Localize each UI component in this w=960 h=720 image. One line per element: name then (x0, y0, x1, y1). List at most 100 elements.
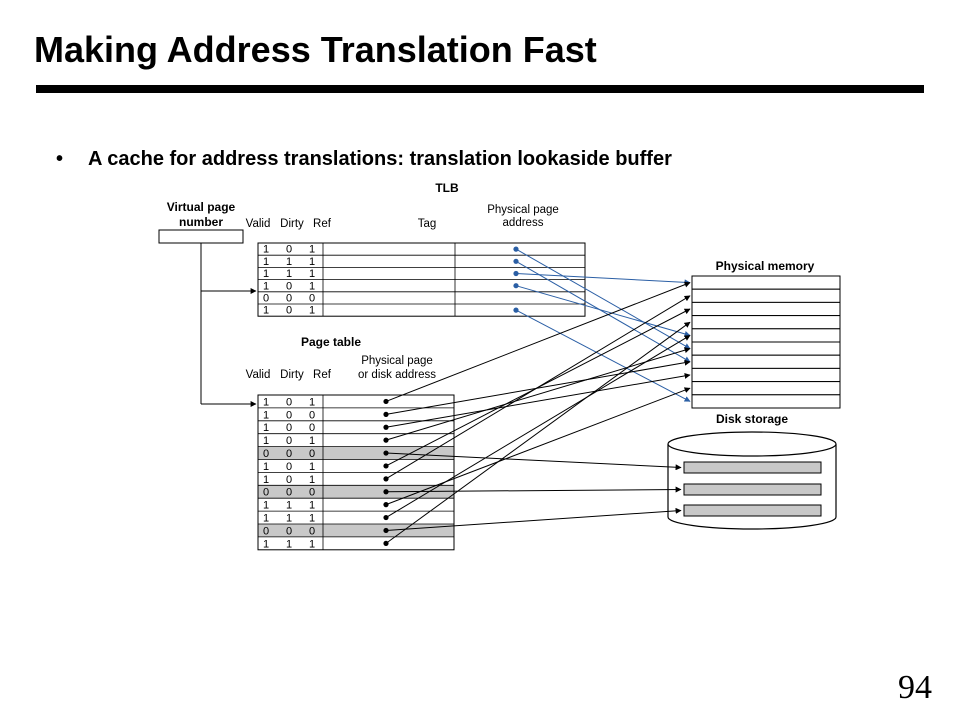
tlb-bit: 0 (286, 244, 292, 256)
vpn-label-line2: number (179, 215, 223, 229)
pt-col-ref: Ref (313, 369, 332, 381)
tlb-bit: 1 (309, 280, 315, 292)
pt-bit: 1 (263, 513, 269, 525)
pt-bit: 1 (263, 422, 269, 434)
pt-bit: 0 (286, 396, 292, 408)
pt-bit: 1 (286, 513, 292, 525)
memory-slot (691, 288, 841, 303)
page-table-arrows (383, 281, 691, 546)
pt-pointer-dot (383, 514, 389, 521)
pt-to-memory-arrow (385, 372, 691, 428)
pt-bit: 0 (286, 448, 292, 460)
tlb-bit: 1 (286, 268, 292, 280)
disk-block (683, 483, 822, 496)
pt-bit: 0 (286, 409, 292, 421)
pt-to-disk-arrow (385, 507, 682, 531)
tlb-bit: 1 (263, 244, 269, 256)
disk-storage-title: Disk storage (716, 412, 788, 426)
tlb-pointer-arrow (515, 260, 691, 363)
pt-to-memory-arrow (385, 387, 691, 506)
pt-to-memory-arrow (385, 281, 691, 402)
page-table-title: Page table (301, 335, 361, 349)
pt-pointer-dot (383, 527, 389, 534)
physical-memory (691, 275, 841, 409)
pt-bit: 1 (286, 500, 292, 512)
pt-bit: 0 (286, 525, 292, 537)
pt-bit: 0 (263, 525, 269, 537)
title-underline (36, 85, 924, 93)
disk-top (667, 431, 837, 457)
tlb-bit: 0 (286, 293, 292, 305)
memory-slot (691, 301, 841, 317)
pt-bit: 0 (286, 487, 292, 499)
memory-slot (691, 328, 841, 343)
bullet-text: A cache for address translations: transl… (88, 148, 672, 170)
pt-bit: 1 (263, 409, 269, 421)
pt-to-memory-arrow (385, 295, 691, 480)
pt-bit: 0 (286, 474, 292, 486)
memory-slot (691, 315, 841, 330)
tlb-pointer-arrow (515, 309, 691, 402)
physical-memory-title: Physical memory (716, 259, 815, 273)
pt-bit: 1 (309, 513, 315, 525)
pt-col-addr-line2: or disk address (358, 369, 436, 381)
pt-bit: 0 (263, 448, 269, 460)
bullet-marker: • (56, 148, 64, 170)
tlb-bit: 0 (263, 293, 269, 305)
pt-to-memory-arrow (385, 321, 691, 544)
memory-slot (691, 381, 841, 396)
tlb-col-ppa-line2: address (503, 217, 544, 229)
disk-storage (667, 431, 837, 530)
pt-bit: 0 (309, 487, 315, 499)
tlb-bit: 0 (286, 305, 292, 317)
tlb-col-tag: Tag (418, 218, 437, 230)
vpn-label-line1: Virtual page (167, 200, 236, 214)
disk-block (683, 504, 822, 517)
pt-bit: 1 (309, 396, 315, 408)
pt-bit: 1 (263, 500, 269, 512)
tlb-pointer-arrow (515, 273, 691, 286)
page-number: 94 (898, 669, 932, 706)
tlb-bit: 1 (309, 305, 315, 317)
tlb-bit: 1 (286, 256, 292, 268)
tlb-title: TLB (435, 181, 459, 195)
pt-bit: 0 (309, 448, 315, 460)
tlb-bit: 1 (309, 256, 315, 268)
memory-slot (691, 394, 841, 409)
vpn-box (158, 229, 244, 244)
tlb-bit: 1 (263, 305, 269, 317)
pt-to-memory-arrow (385, 347, 691, 441)
memory-slot (691, 367, 841, 383)
pt-bit: 0 (286, 435, 292, 447)
pt-invalid-row-shade (258, 485, 454, 499)
memory-slot (691, 354, 841, 369)
tlb-pointer-arrow (515, 248, 691, 350)
tlb-col-ref: Ref (313, 218, 332, 230)
pt-bit: 0 (286, 461, 292, 473)
bullet-list: • A cache for address translations: trans… (56, 145, 672, 173)
tlb-bit: 1 (263, 268, 269, 280)
tlb-pointer-arrow (515, 285, 691, 337)
pt-col-addr-line1: Physical page (361, 355, 433, 367)
pt-bit: 0 (309, 525, 315, 537)
tlb-bit: 1 (263, 256, 269, 268)
tlb-bit: 0 (309, 293, 315, 305)
pt-bit: 1 (309, 500, 315, 512)
slide-title: Making Address Translation Fast (34, 29, 597, 70)
pt-bit: 0 (286, 422, 292, 434)
pt-invalid-row-shade (258, 524, 454, 537)
pt-to-memory-arrow (385, 359, 691, 415)
pt-bit: 0 (309, 422, 315, 434)
pt-bit: 1 (263, 538, 269, 550)
tlb-bit: 0 (286, 280, 292, 292)
vpn-connectors (200, 243, 257, 407)
pt-bit: 0 (309, 409, 315, 421)
tlb-col-ppa-line1: Physical page (487, 204, 559, 216)
pt-bit: 1 (286, 538, 292, 550)
pt-to-disk-arrow (385, 486, 682, 493)
tlb-col-valid: Valid (246, 218, 271, 230)
pt-col-dirty: Dirty (280, 369, 304, 381)
